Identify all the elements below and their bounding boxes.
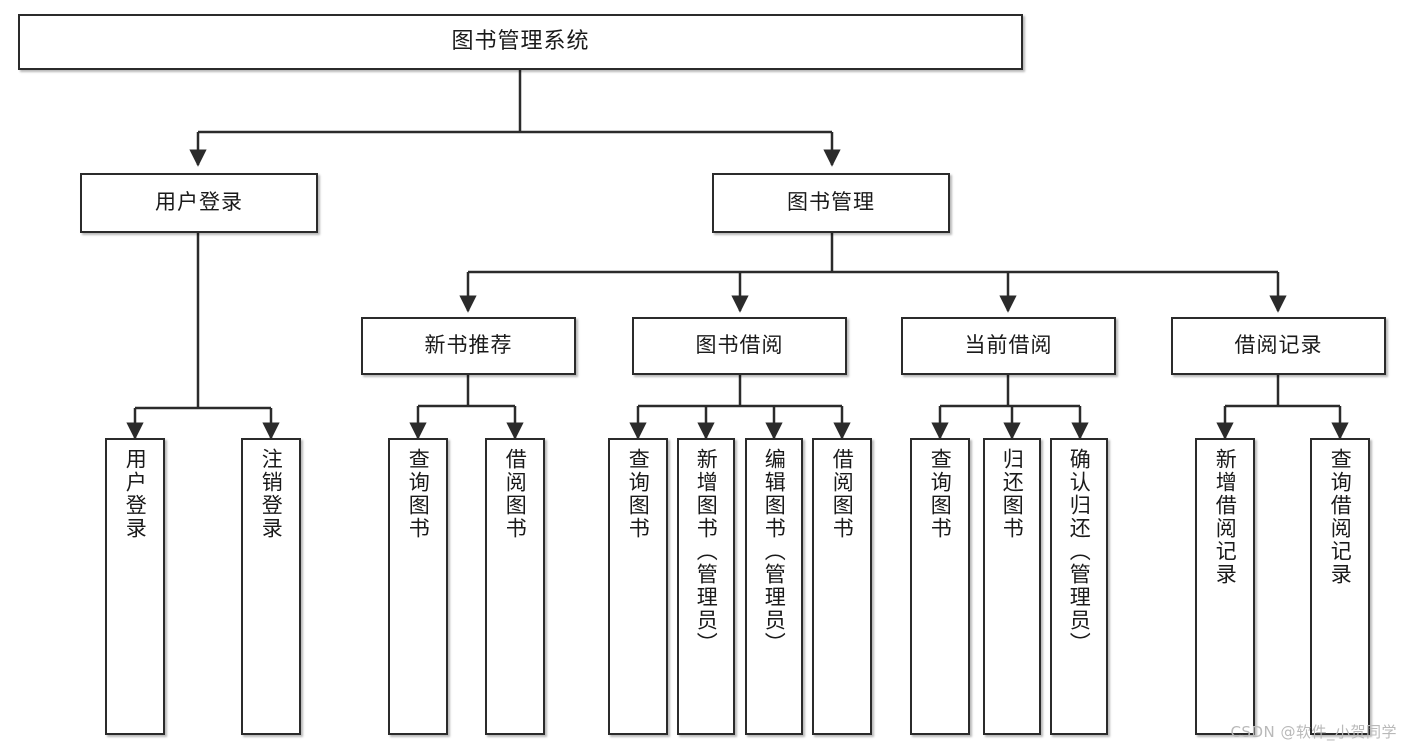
node-label: 图书管理系统 bbox=[451, 28, 590, 54]
node-label: 新增图书（管理员） bbox=[694, 448, 719, 655]
leaf-add-book-admin[interactable]: 新增图书（管理员） bbox=[677, 438, 735, 735]
node-label: 用户登录 bbox=[123, 448, 148, 540]
node-book-management[interactable]: 图书管理 bbox=[712, 173, 950, 233]
leaf-query-book-borrow[interactable]: 查询图书 bbox=[608, 438, 668, 735]
node-label: 借阅记录 bbox=[1234, 333, 1323, 358]
node-borrow-record[interactable]: 借阅记录 bbox=[1171, 317, 1386, 375]
node-label: 新书推荐 bbox=[424, 333, 513, 358]
node-label: 查询借阅记录 bbox=[1328, 448, 1353, 586]
leaf-query-book-current[interactable]: 查询图书 bbox=[910, 438, 970, 735]
node-label: 图书管理 bbox=[787, 190, 875, 215]
node-label: 注销登录 bbox=[259, 448, 284, 540]
leaf-query-book-recommend[interactable]: 查询图书 bbox=[388, 438, 448, 735]
leaf-confirm-return-admin[interactable]: 确认归还（管理员） bbox=[1050, 438, 1108, 735]
node-label: 当前借阅 bbox=[964, 333, 1053, 358]
node-label: 查询图书 bbox=[626, 448, 651, 540]
node-label: 借阅图书 bbox=[830, 448, 855, 540]
node-label: 确认归还（管理员） bbox=[1067, 448, 1092, 655]
watermark: CSDN @软件_小贺同学 bbox=[1230, 723, 1397, 741]
node-label: 用户登录 bbox=[155, 190, 243, 215]
leaf-borrow-book[interactable]: 借阅图书 bbox=[812, 438, 872, 735]
node-root-system[interactable]: 图书管理系统 bbox=[18, 14, 1023, 70]
node-new-book-recommend[interactable]: 新书推荐 bbox=[361, 317, 576, 375]
leaf-borrow-book-recommend[interactable]: 借阅图书 bbox=[485, 438, 545, 735]
node-label: 图书借阅 bbox=[695, 333, 784, 358]
node-user-login[interactable]: 用户登录 bbox=[80, 173, 318, 233]
leaf-query-borrow-record[interactable]: 查询借阅记录 bbox=[1310, 438, 1370, 735]
leaf-add-borrow-record[interactable]: 新增借阅记录 bbox=[1195, 438, 1255, 735]
node-label: 查询图书 bbox=[928, 448, 953, 540]
leaf-edit-book-admin[interactable]: 编辑图书（管理员） bbox=[745, 438, 803, 735]
leaf-user-login[interactable]: 用户登录 bbox=[105, 438, 165, 735]
leaf-logout[interactable]: 注销登录 bbox=[241, 438, 301, 735]
node-book-borrow[interactable]: 图书借阅 bbox=[632, 317, 847, 375]
node-current-borrow[interactable]: 当前借阅 bbox=[901, 317, 1116, 375]
leaf-return-book[interactable]: 归还图书 bbox=[983, 438, 1041, 735]
node-label: 归还图书 bbox=[1000, 448, 1025, 540]
node-label: 查询图书 bbox=[406, 448, 431, 540]
node-label: 借阅图书 bbox=[503, 448, 528, 540]
node-label: 编辑图书（管理员） bbox=[762, 448, 787, 655]
node-label: 新增借阅记录 bbox=[1213, 448, 1238, 586]
